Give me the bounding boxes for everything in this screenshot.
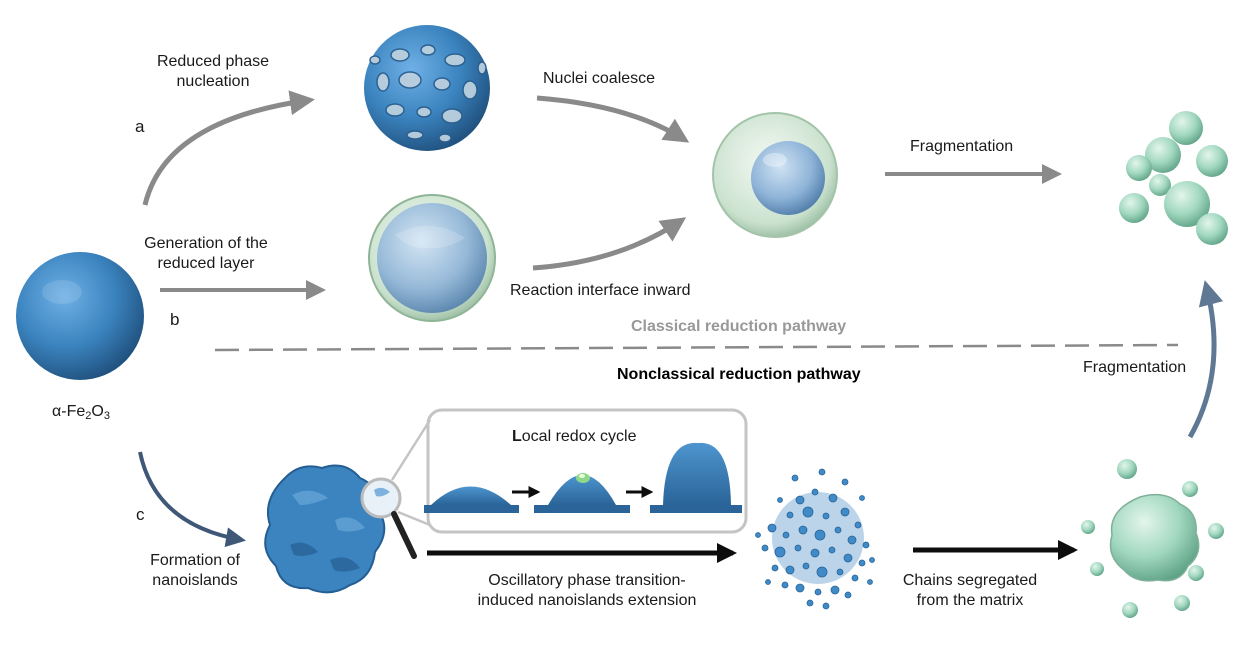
fragmentation-label-classical: Fragmentation [910,138,1014,155]
pathway-divider [214,343,1179,352]
reduced-particle-with-satellites [1081,459,1224,618]
arrow-nonclassical-fragmentation [1187,280,1224,439]
hematite-sphere [16,252,144,380]
redox-cycle-box [390,408,748,534]
extension-label: Oscillatory phase transition-induced nan… [477,572,697,609]
arrow-b-interface [532,217,687,271]
fragment-particles-classical [1119,111,1228,245]
core-shell-sphere-b [368,194,496,322]
path-b-letter: b [170,310,180,329]
hematite-label: α-Fe2O3 [52,403,110,422]
extended-nanoisland-cluster [755,468,875,610]
dome-2 [534,473,630,513]
arrow-a-coalesce [536,95,690,143]
coalesce-label: Nuclei coalesce [543,70,656,87]
magnifier-icon [360,477,417,559]
path-a-letter: a [135,117,145,136]
dome-3 [650,442,742,513]
arrow-c-nanoislands [138,451,246,548]
redox-cycle-title: Local redox cycle [512,428,637,445]
interface-label: Reaction interface inward [510,282,691,299]
arrow-a-nucleation [142,90,315,206]
classical-pathway-label: Classical reduction pathway [631,318,847,335]
nucleated-sphere [364,25,490,151]
dome-1 [424,486,519,513]
fragmentation-label-nonclassical: Fragmentation [1083,359,1187,376]
path-c-letter: c [136,505,145,524]
core-shell-sphere [712,112,838,238]
nonclassical-pathway-label: Nonclassical reduction pathway [617,366,861,383]
nanoisland-particle [264,464,386,594]
